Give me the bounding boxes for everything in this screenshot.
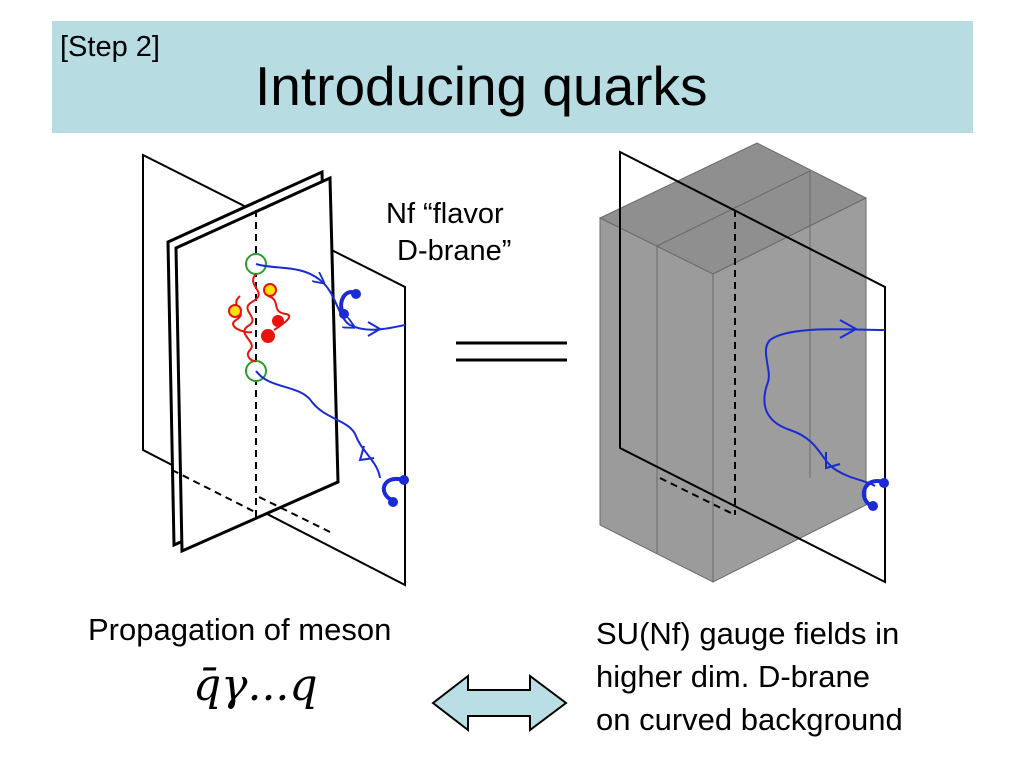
meson-caption: Propagation of meson: [88, 612, 392, 647]
upper-arrow: [367, 321, 382, 337]
gauge-field-caption-line2: higher dim. D-brane: [596, 659, 870, 694]
gauge-field-caption-line1: SU(Nf) gauge fields in: [596, 616, 900, 651]
bulk-arrow-top: [839, 319, 859, 339]
step-label: [Step 2]: [60, 31, 160, 63]
bulk-quark-string: [763, 328, 886, 487]
yellow-charge-icon-2: [228, 304, 242, 318]
red-quark-icon: [261, 329, 275, 343]
gluon-path-2: [232, 295, 253, 334]
right-flavor-brane: [619, 150, 886, 584]
flavor-brane-label: Nf “flavor D-brane”: [386, 196, 511, 270]
bulk-box-edge-2: [656, 170, 811, 247]
red-quark-icon-2: [272, 315, 284, 327]
lower-endpoint-hook: [381, 476, 405, 502]
bulk-box-side: [712, 197, 867, 583]
bulk-endpoint-icon-2: [868, 501, 878, 511]
lower-arrow: [358, 445, 375, 462]
slide-title: Introducing quarks: [255, 55, 708, 117]
right-bulk-diagram: [598, 142, 889, 584]
right-hidden-edge: [659, 477, 736, 516]
upper-endpoint-icon-2: [339, 309, 349, 319]
lower-quark-string: [255, 370, 381, 479]
title-bar: [Step 2] Introducing quarks: [52, 21, 973, 133]
upper-endpoint-icon: [351, 289, 361, 299]
left-brane-stack: [142, 153, 409, 587]
gauge-field-caption-line3: on curved background: [596, 702, 903, 737]
bulk-endpoint-icon: [879, 478, 889, 488]
flavor-brane-label-line2: D-brane”: [397, 235, 512, 267]
left-hidden-edge: [254, 494, 331, 533]
flavor-brane-label-line1: Nf “flavor: [386, 198, 504, 230]
equals-sign-icon: [456, 341, 567, 362]
bulk-arrow-bottom: [825, 452, 841, 470]
gauge-field-caption: SU(Nf) gauge fields in higher dim. D-bra…: [596, 612, 903, 741]
lower-endpoint-icon: [399, 475, 409, 485]
left-hidden-edge-2: [171, 469, 256, 513]
meson-formula: q̄γ...q: [193, 660, 318, 711]
yellow-charge-icon: [263, 283, 277, 297]
lower-endpoint-icon-2: [388, 497, 398, 507]
double-arrow-icon: [431, 673, 568, 733]
gluon-path: [243, 273, 260, 363]
